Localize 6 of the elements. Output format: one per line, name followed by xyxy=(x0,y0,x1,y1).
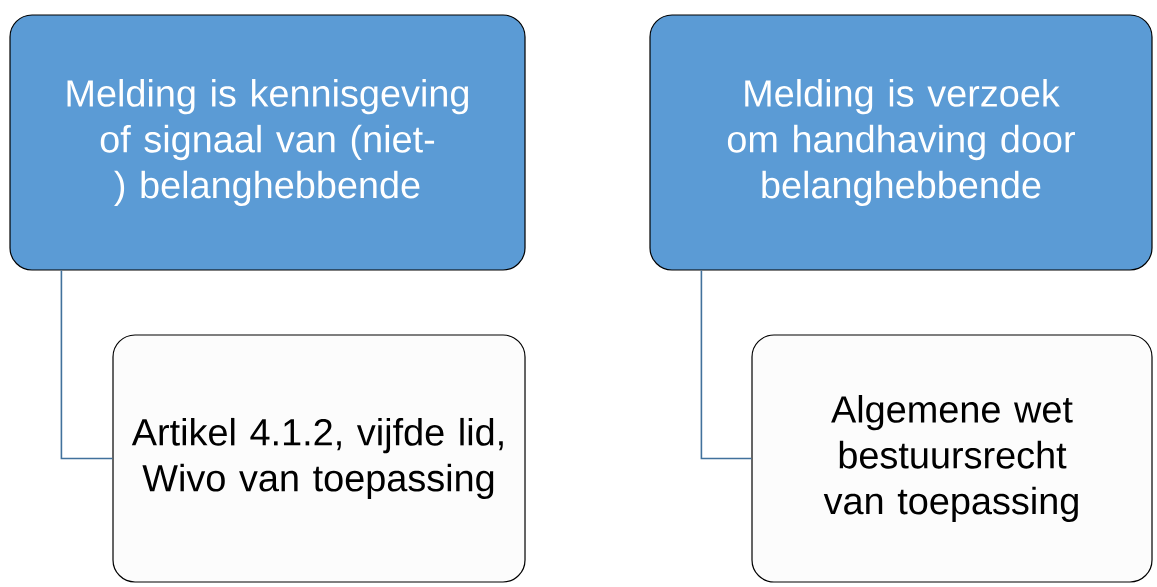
content-box: Artikel 4.1.2, vijfde lid, Wivo van toepassing xyxy=(112,334,526,583)
heading-box: Melding is kennisgeving of signaal van (niet-) belanghebbende xyxy=(9,14,526,271)
heading-box: Melding is verzoek om handhaving door belanghebbende xyxy=(649,14,1153,271)
connector-line xyxy=(700,269,753,460)
content-box: Algemene wet bestuursrecht van toepassing xyxy=(751,334,1153,583)
connector-line xyxy=(60,269,114,460)
